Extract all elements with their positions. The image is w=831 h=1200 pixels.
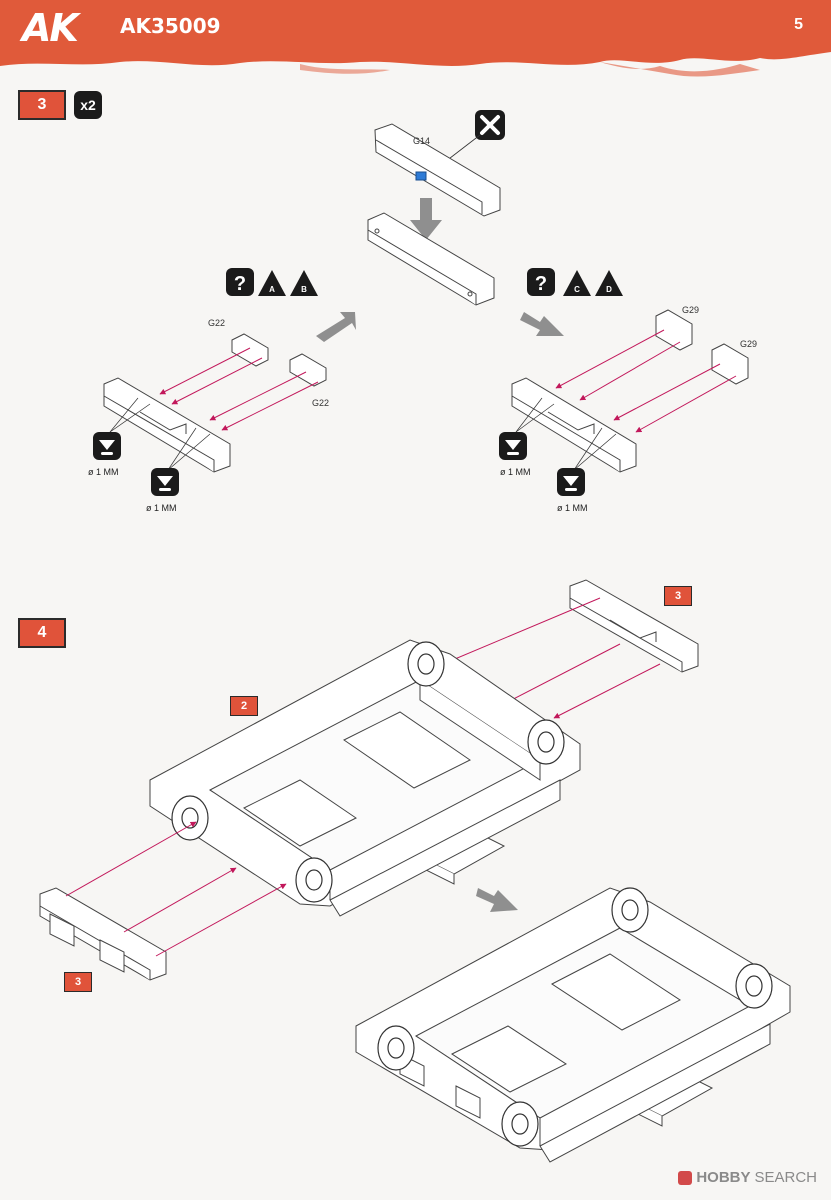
step-3-badge: 3 [18,90,66,120]
drill-size-label: ø 1 MM [146,503,177,513]
step-ref-badge: 3 [64,972,92,992]
header-brush-bar [0,0,831,77]
hinge-part-g22 [231,333,327,387]
drill-icon [93,432,121,460]
step-ref-badge: 2 [230,696,258,716]
step-ref-badge: 3 [664,586,692,606]
watermark: HOBBY SEARCH [678,1169,817,1186]
part-label-g29: G29 [682,305,700,315]
part-g14-result [367,212,495,306]
chassis-upper [149,639,581,917]
part-label-g29: G29 [740,339,758,349]
page-header: AK AK35009 5 [0,0,831,80]
option-b-icon [290,270,318,296]
rail-part-step4-bottom [39,887,167,981]
wheel-icon [377,887,773,1147]
option-c-icon [563,270,591,296]
chassis-result [355,887,791,1163]
product-code: AK35009 [120,14,221,38]
part-label-g22: G22 [208,318,226,328]
watermark-part2: SEARCH [754,1169,817,1186]
drill-size-label: ø 1 MM [88,467,119,477]
part-label-g14: G14 [413,136,431,146]
drill-size-label: ø 1 MM [557,503,588,513]
rail-part-step4-top [569,579,699,673]
svg-text:?: ? [535,273,547,295]
svg-text:?: ? [234,273,246,295]
brand-logo: AK [22,6,79,50]
rail-part-left [103,377,231,473]
arrow-right-down-icon [476,888,518,912]
part-g14 [374,123,501,217]
wheel-icon [171,641,565,903]
step-4-badge: 4 [18,618,66,648]
pad-part-g29 [655,309,749,385]
cross-icon [475,110,505,140]
option-question-icon: ? [226,268,254,296]
option-a-icon [258,270,286,296]
option-question-icon: ? [527,268,555,296]
highlight-part-icon [415,171,427,181]
drill-size-label: ø 1 MM [500,467,531,477]
option-a-label: A [269,285,275,294]
quantity-badge: x2 [74,91,102,119]
arrow-left-down-icon [316,312,356,342]
rail-part-right [511,377,637,473]
hobby-search-logo-icon [678,1170,693,1185]
option-d-icon [595,270,623,296]
drill-icon [151,468,179,496]
watermark-part1: HOBBY [696,1169,751,1186]
page-number: 5 [794,16,803,33]
option-b-label: B [301,285,307,294]
arrow-right-down-icon [520,312,564,336]
drill-icon [499,432,527,460]
arrow-down-icon [410,198,442,240]
drill-icon [557,468,585,496]
option-c-label: C [574,285,580,294]
part-label-g22: G22 [312,398,330,408]
option-d-label: D [606,285,612,294]
